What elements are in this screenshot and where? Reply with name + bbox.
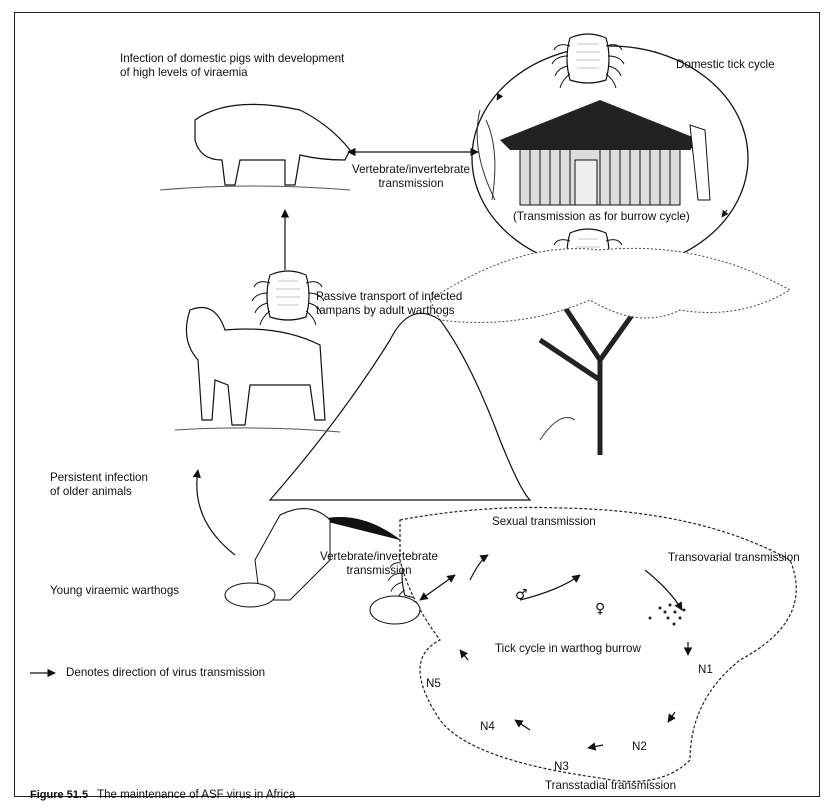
label-domestic-pigs: Infection of domestic pigs with developm…: [120, 52, 344, 80]
label-vert-invert-bottom: Vertebrate/invertebratetransmission: [320, 550, 438, 578]
stage-n2: N2: [632, 740, 647, 753]
label-burrow-cycle-note: (Transmission as for burrow cycle): [513, 210, 690, 224]
female-symbol: ♀: [595, 601, 605, 617]
label-tick-cycle-burrow: Tick cycle in warthog burrow: [495, 642, 641, 656]
label-transstadial: Transstadial transmission: [545, 779, 676, 793]
termite-mound-drawing: [270, 313, 796, 781]
label-persistent-infection: Persistent infectionof older animals: [50, 471, 148, 499]
label-vert-invert-top: Vertebrate/invertebratetransmission: [352, 163, 470, 191]
tick-passive: [252, 271, 324, 325]
legend-text: Denotes direction of virus transmission: [66, 666, 265, 680]
stage-n1: N1: [698, 663, 713, 676]
tick-domestic-top: [552, 34, 624, 88]
domestic-pig-drawing: [160, 104, 350, 190]
male-symbol: ♂: [515, 587, 528, 603]
label-transovarial: Transovarial transmission: [668, 551, 800, 565]
label-passive-transport: Passive transport of infectedtampans by …: [316, 290, 462, 318]
stage-n4: N4: [480, 720, 495, 733]
stage-n3: N3: [554, 760, 569, 773]
label-sexual-transmission: Sexual transmission: [492, 515, 596, 529]
adult-warthog-drawing: [175, 308, 340, 433]
label-young-viraemic: Young viraemic warthogs: [50, 584, 179, 598]
hut-drawing: [477, 100, 710, 205]
figure-caption: Figure 51.5 The maintenance of ASF virus…: [30, 789, 295, 801]
figure-number: Figure 51.5: [30, 789, 88, 801]
figure-caption-text: The maintenance of ASF virus in Africa: [97, 789, 295, 801]
label-domestic-tick-cycle: Domestic tick cycle: [676, 58, 775, 72]
stage-n5: N5: [426, 677, 441, 690]
